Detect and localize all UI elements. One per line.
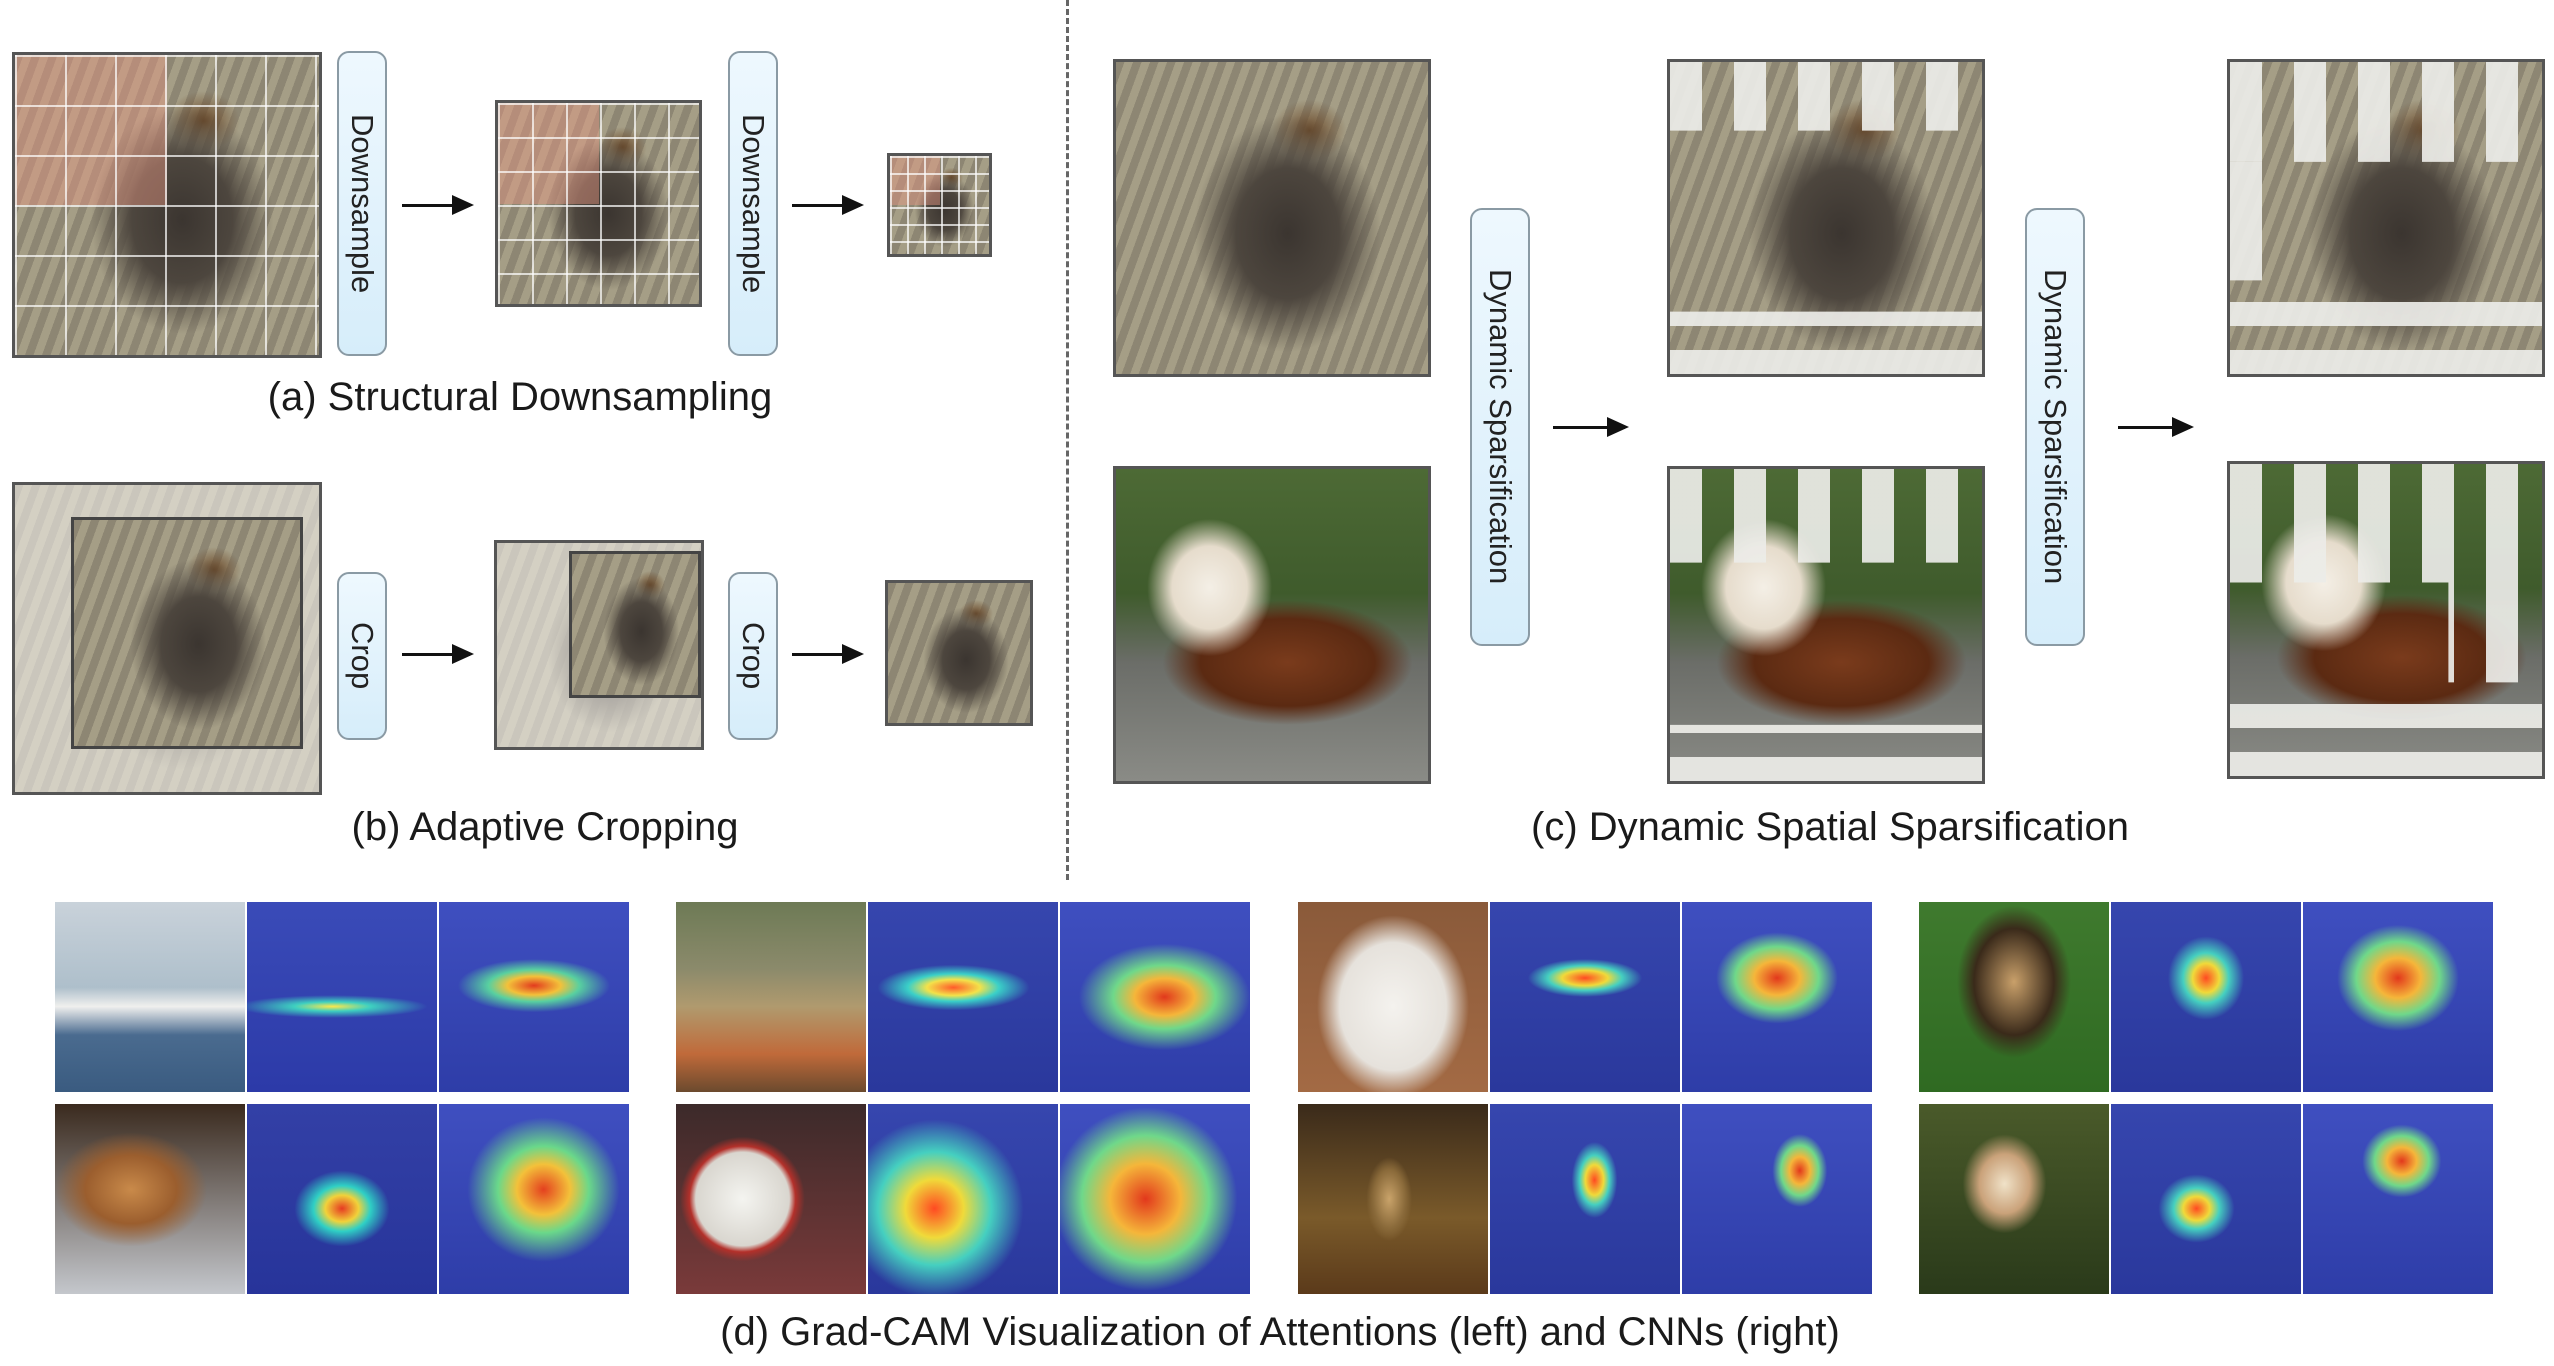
dropped-tokens: [2230, 161, 2287, 281]
dropped-tokens: [1670, 469, 1982, 563]
dog-sparse-1: [1667, 466, 1985, 784]
patch-grid: [498, 103, 699, 304]
cam-ship-cnn: [439, 902, 629, 1092]
crop-window: [569, 551, 701, 698]
dropped-tokens: [2230, 464, 2542, 583]
downsample-box-1: Downsample: [337, 51, 387, 356]
dropped-tokens: [1670, 311, 1982, 374]
cam-ship-photo: [55, 902, 245, 1092]
cam-palace-cnn: [1060, 902, 1250, 1092]
cam-monkey-photo: [1919, 1104, 2109, 1294]
patch-grid: [890, 156, 989, 254]
cam-dog-attn: [247, 1104, 437, 1294]
bird-sparse-1: [1667, 59, 1985, 377]
bird-sparse-2: [2227, 59, 2545, 377]
cam-scale-cnn: [1060, 1104, 1250, 1294]
cam-leopard-photo: [1298, 1104, 1488, 1294]
crop-box-1: Crop: [337, 572, 387, 740]
caption-d: (d) Grad-CAM Visualization of Attentions…: [720, 1310, 1840, 1354]
dropped-tokens: [2230, 62, 2542, 162]
downsample-label-2: Downsample: [736, 113, 771, 294]
sparsify-box-1: Dynamic Sparsification: [1470, 208, 1530, 646]
cam-shepherd-cnn: [2303, 902, 2493, 1092]
arrow-icon: [2118, 417, 2194, 437]
dropped-tokens: [2230, 682, 2542, 776]
cam-palace-attn: [868, 902, 1058, 1092]
cam-palace-photo: [676, 902, 866, 1092]
bird-image-quarter: [887, 153, 992, 257]
cam-dog-photo: [55, 1104, 245, 1294]
cam-leopard-cnn: [1682, 1104, 1872, 1294]
cam-ship-attn: [247, 902, 437, 1092]
dropped-tokens: [1670, 724, 1982, 781]
crop-box-2: Crop: [728, 572, 778, 740]
cam-shepherd-photo: [1919, 902, 2109, 1092]
arrow-icon: [402, 195, 474, 215]
bird-crop-final: [885, 580, 1033, 726]
arrow-icon: [792, 644, 864, 664]
dropped-tokens: [2448, 582, 2542, 683]
sparsify-label-1: Dynamic Sparsification: [1483, 269, 1518, 585]
dropped-tokens: [2230, 280, 2542, 374]
cam-necklace-photo: [1298, 902, 1488, 1092]
sparsify-label-2: Dynamic Sparsification: [2038, 269, 2073, 585]
bird-sparse-0: [1113, 59, 1431, 377]
panel-divider: [1066, 0, 1069, 880]
crop-label-1: Crop: [345, 622, 380, 690]
cam-scale-photo: [676, 1104, 866, 1294]
downsample-box-2: Downsample: [728, 51, 778, 356]
caption-c: (c) Dynamic Spatial Sparsification: [1531, 805, 2129, 849]
dog-sparse-2: [2227, 461, 2545, 779]
downsample-label-1: Downsample: [345, 113, 380, 294]
arrow-icon: [1553, 417, 1629, 437]
arrow-icon: [402, 644, 474, 664]
caption-b: (b) Adaptive Cropping: [351, 805, 739, 849]
caption-a: (a) Structural Downsampling: [267, 375, 773, 419]
cam-shepherd-attn: [2111, 902, 2301, 1092]
bird-crop-full: [12, 482, 322, 795]
dog-sparse-0: [1113, 466, 1431, 784]
bird-crop-mid: [494, 540, 704, 750]
arrow-icon: [792, 195, 864, 215]
bird-image-half: [495, 100, 702, 307]
dropped-tokens: [1670, 62, 1982, 131]
cam-leopard-attn: [1490, 1104, 1680, 1294]
cam-monkey-cnn: [2303, 1104, 2493, 1294]
cam-monkey-attn: [2111, 1104, 2301, 1294]
bird-image-full: [12, 52, 322, 358]
cam-scale-attn: [868, 1104, 1058, 1294]
cam-necklace-cnn: [1682, 902, 1872, 1092]
cam-dog-cnn: [439, 1104, 629, 1294]
cam-necklace-attn: [1490, 902, 1680, 1092]
crop-window: [71, 517, 303, 749]
sparsify-box-2: Dynamic Sparsification: [2025, 208, 2085, 646]
crop-label-2: Crop: [736, 622, 771, 690]
patch-grid: [15, 55, 319, 355]
